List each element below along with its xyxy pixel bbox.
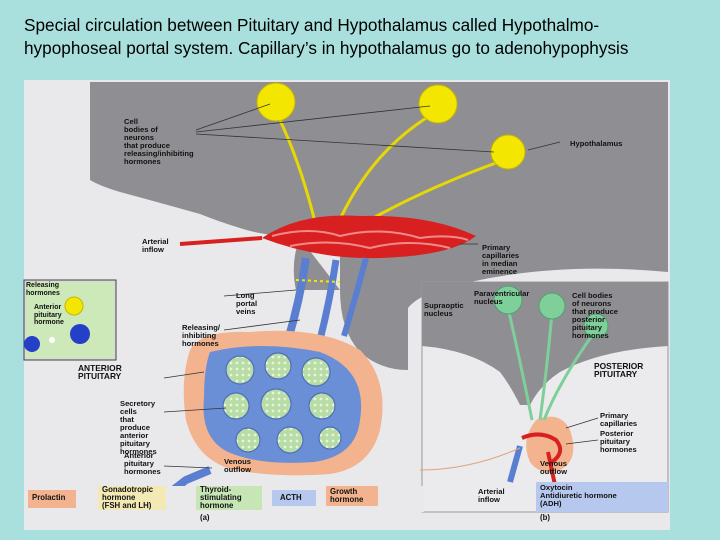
posterior-pituitary — [419, 285, 609, 491]
anterior-pituitary — [157, 330, 383, 504]
title-line-1: Special circulation between Pituitary an… — [24, 15, 600, 35]
hormone-acth: ACTH — [280, 493, 302, 502]
label-cell-bodies: Cell bodies of neurons that produce rele… — [124, 117, 194, 166]
title-line-2: hypophoseal portal system. Capillary’s i… — [24, 38, 629, 58]
label-oxytocin-adh: Oxytocin Antidiuretic hormone (ADH) — [540, 483, 617, 508]
label-hypothalamus: Hypothalamus — [570, 139, 623, 148]
label-cell-bodies-posterior: Cell bodies of neurons that produce post… — [572, 291, 618, 340]
label-releasing-hormones-inset: Releasing hormones — [26, 282, 60, 297]
inset-blue-cell-2 — [24, 336, 40, 352]
hormone-row — [24, 482, 668, 512]
label-long-portal-veins: Long portal veins — [236, 291, 258, 316]
inset-white-dot — [49, 337, 55, 343]
hormone-growth: Growth hormone — [330, 487, 364, 504]
label-arterial-inflow-a: Arterial inflow — [142, 237, 169, 254]
slide-title: Special circulation between Pituitary an… — [24, 14, 704, 60]
panel-label-a: (a) — [200, 513, 210, 522]
label-primary-capillaries-b: Primary capillaries — [600, 411, 638, 428]
inset-yellow-cell — [64, 296, 84, 316]
label-venous-outflow-a: Venous outflow — [224, 457, 252, 474]
inset-blue-cell — [70, 324, 90, 344]
label-supraoptic: Supraoptic nucleus — [424, 301, 464, 318]
panel-b-hypothalamus — [422, 282, 668, 405]
label-anterior-pituitary-hormone-inset: Anterior pituitary hormone — [34, 304, 64, 327]
label-primary-capillaries-median: Primary capillaries in median eminence — [482, 243, 520, 276]
label-posterior-pituitary: POSTERIOR PITUITARY — [594, 361, 644, 379]
label-arterial-inflow-b: Arterial inflow — [478, 487, 505, 504]
hormone-gonadotropic: Gonadotropic hormone (FSH and LH) — [102, 485, 154, 510]
label-anterior-pituitary-hormones: Anterior pituitary hormones — [124, 451, 161, 476]
hormone-prolactin: Prolactin — [32, 493, 66, 502]
label-posterior-pituitary-hormones: Posterior pituitary hormones — [600, 429, 637, 454]
inset-releasing-bg — [26, 282, 114, 358]
label-releasing-inhibiting: Releasing/ inhibiting hormones — [182, 323, 220, 348]
leader-lines — [163, 103, 599, 469]
hormone-thyroid-stimulating: Thyroid- stimulating hormone — [200, 485, 242, 510]
label-anterior-pituitary: ANTERIOR PITUITARY — [78, 363, 122, 381]
panel-label-b: (b) — [540, 513, 550, 522]
label-venous-outflow-b: Venous outflow — [540, 459, 568, 476]
label-paraventricular: Paraventricular nucleus — [474, 289, 530, 306]
label-secretory-cells: Secretory cells that produce anterior pi… — [120, 399, 157, 456]
primary-capillaries — [179, 215, 476, 259]
